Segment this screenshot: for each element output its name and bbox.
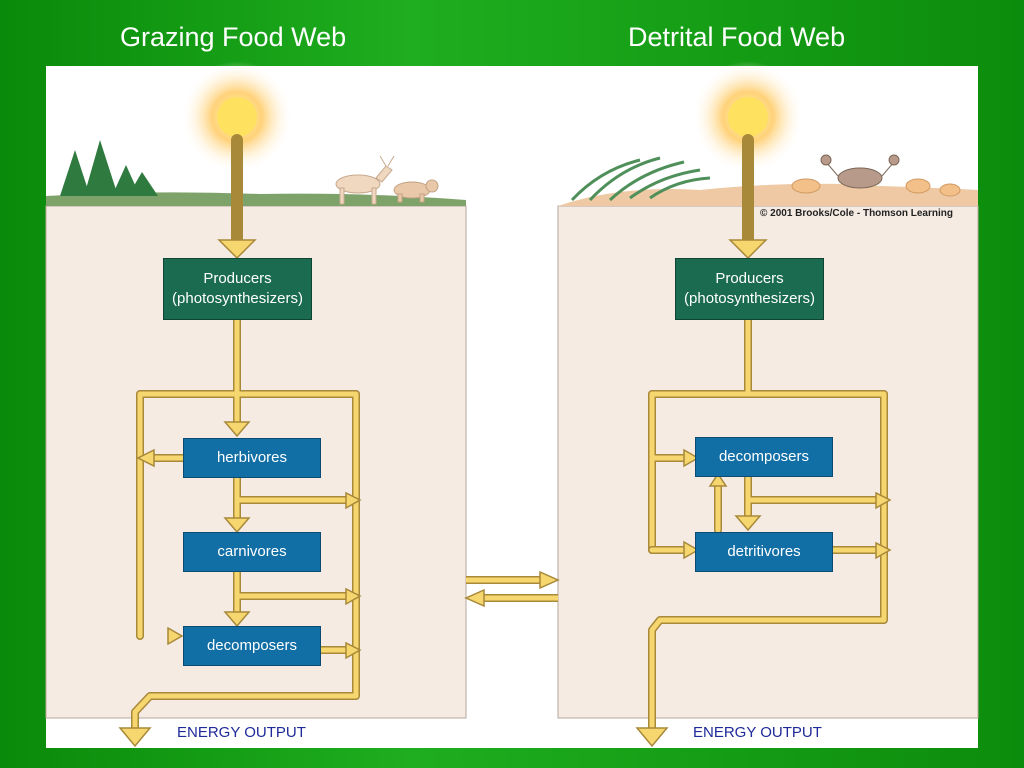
detrital-food-web-title: Detrital Food Web: [628, 22, 846, 52]
deer-icon: [335, 155, 395, 205]
grass-icon: [570, 156, 711, 202]
copyright-notice: © 2001 Brooks/Cole - Thomson Learning: [760, 208, 953, 219]
exchange-arrowheads: [464, 570, 560, 608]
grazing-producers-label: Producers: [203, 270, 272, 287]
detrital-decomposers-box: decomposers: [695, 437, 833, 477]
detrital-producers-box: Producers (photosynthesizers): [675, 258, 824, 320]
detrital-energy-output-label: ENERGY OUTPUT: [693, 724, 822, 741]
grazing-herbivores-box: herbivores: [183, 438, 321, 478]
grazing-energy-arrows: [131, 134, 360, 734]
shells-icon: [791, 178, 961, 197]
grazing-arrowheads: [118, 239, 362, 748]
detrital-producers-label: Producers: [715, 270, 784, 287]
grazing-decomposers-box: decomposers: [183, 626, 321, 666]
detrital-energy-arrows: [648, 134, 888, 734]
detrital-producers-sublabel: (photosynthesizers): [684, 290, 815, 307]
grazing-food-web-title: Grazing Food Web: [120, 22, 347, 52]
grazing-producers-box: Producers (photosynthesizers): [163, 258, 312, 320]
trees-icon: [60, 140, 158, 196]
detrital-detritivores-box: detritivores: [695, 532, 833, 572]
detrital-arrowheads: [635, 239, 892, 748]
grazing-carnivores-box: carnivores: [183, 532, 321, 572]
grazing-producers-sublabel: (photosynthesizers): [172, 290, 303, 307]
grazing-sun-icon: [181, 61, 293, 173]
grazing-energy-output-label: ENERGY OUTPUT: [177, 724, 306, 741]
detrital-sun-icon: [692, 61, 804, 173]
crab-icon: [820, 154, 900, 189]
exchange-arrows: [466, 576, 558, 602]
bear-icon: [393, 179, 439, 203]
